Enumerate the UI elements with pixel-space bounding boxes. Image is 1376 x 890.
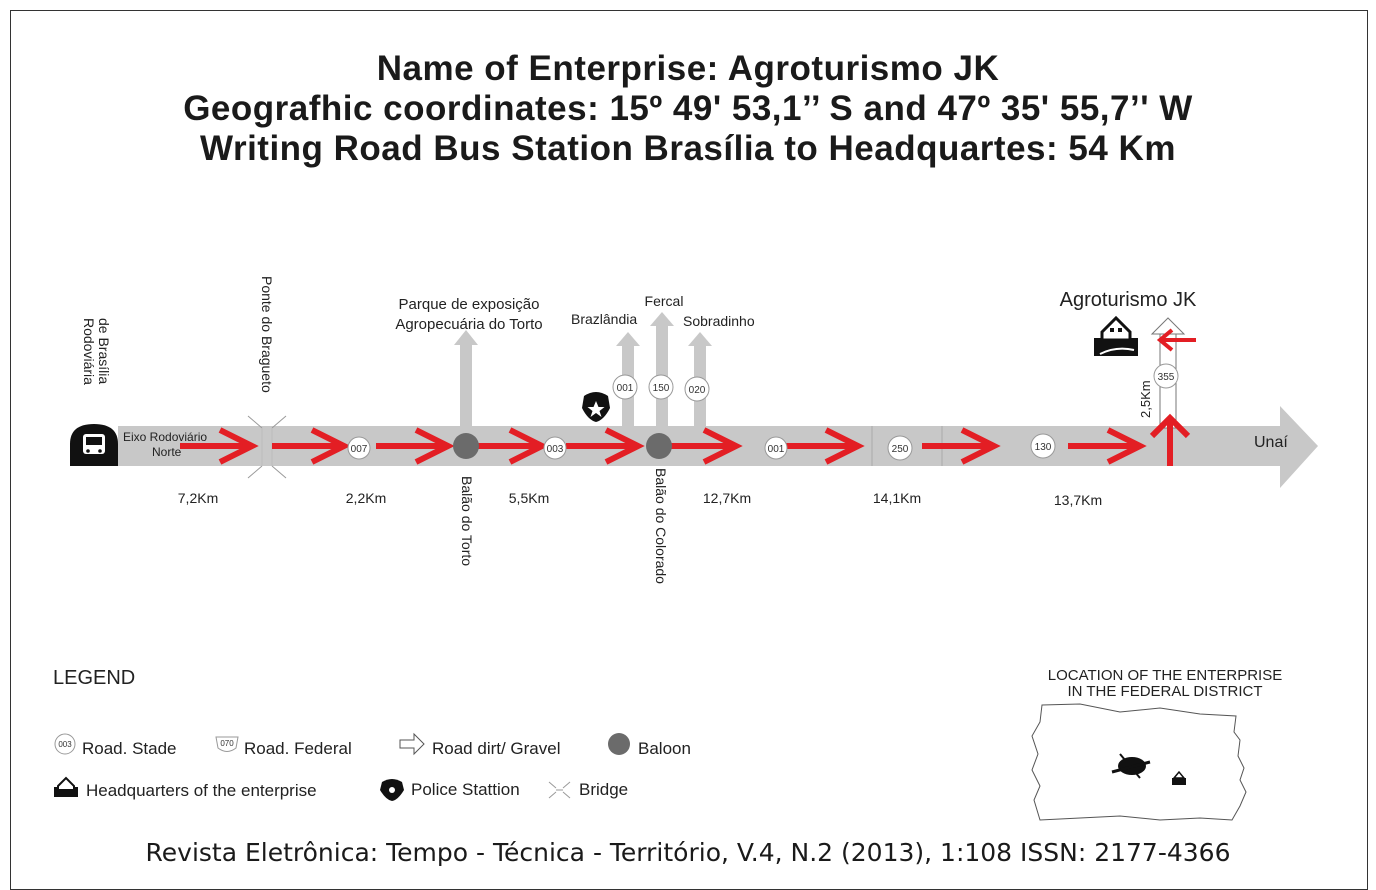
legend-road-state: 003 Road. Stade xyxy=(54,733,177,758)
police-badge-icon xyxy=(582,392,610,422)
label-rodoviaria-line1: Rodoviária xyxy=(81,318,97,385)
branch-road-fercal xyxy=(650,312,674,427)
label-eixo-line1: Eixo Rodoviário xyxy=(123,430,207,444)
road-badge-250: 250 xyxy=(887,435,913,461)
legend-title: LEGEND xyxy=(53,667,135,689)
inset-city-mark-icon xyxy=(1111,753,1151,779)
road-number: 150 xyxy=(653,383,670,394)
label-destination: Agroturismo JK xyxy=(1060,289,1197,311)
headquarters-house-icon xyxy=(1094,315,1138,356)
road-number: 001 xyxy=(617,383,634,394)
distance-label: 2,2Km xyxy=(346,490,386,506)
road-badge-150: 150 xyxy=(648,374,674,400)
title-distance: Writing Road Bus Station Brasília to Hea… xyxy=(200,129,1176,168)
road-number: 007 xyxy=(351,444,368,455)
legend-road-federal: 070 Road. Federal xyxy=(215,736,352,758)
legend-bridge-label: Bridge xyxy=(579,780,628,799)
label-rodoviaria-line2: de Brasília xyxy=(96,318,112,384)
label-sobradinho: Sobradinho xyxy=(683,313,755,329)
label-fercal: Fercal xyxy=(645,293,684,309)
route-diagram: 007 003 001 150 020 001 250 130 355 xyxy=(53,276,1318,821)
road-badge-020: 020 xyxy=(684,376,710,402)
citation: Revista Eletrônica: Tempo - Técnica - Te… xyxy=(145,838,1231,867)
distance-label: 13,7Km xyxy=(1054,492,1102,508)
label-last-leg: 2,5Km xyxy=(1138,380,1153,418)
road-number: 355 xyxy=(1158,372,1175,383)
label-balao-colorado: Balão do Colorado xyxy=(653,468,669,584)
road-number: 020 xyxy=(689,385,706,396)
branch-road-expo xyxy=(454,330,478,427)
legend-headquarters: Headquarters of the enterprise xyxy=(54,776,317,800)
legend-road-federal-label: Road. Federal xyxy=(244,739,352,758)
legend-balloon-label: Baloon xyxy=(638,739,691,758)
label-eixo-line2: Norte xyxy=(152,445,182,459)
legend-police: Police Stattion xyxy=(380,779,520,801)
legend-road-dirt-label: Road dirt/ Gravel xyxy=(432,739,561,758)
road-number: 130 xyxy=(1035,442,1052,453)
distance-label: 14,1Km xyxy=(873,490,921,506)
title-enterprise: Name of Enterprise: Agroturismo JK xyxy=(376,49,1000,88)
legend-balloon: Baloon xyxy=(608,733,691,758)
inset-headquarters-icon xyxy=(1172,770,1186,785)
label-balao-torto: Balão do Torto xyxy=(459,476,475,566)
road-badge-003: 003 xyxy=(543,436,567,460)
road-number: 250 xyxy=(892,444,909,455)
inset-title-line2: IN THE FEDERAL DISTRICT xyxy=(1067,683,1262,700)
label-brazlandia: Brazlândia xyxy=(571,311,637,327)
label-expo-line1: Parque de exposição xyxy=(399,296,540,313)
road-badge-007: 007 xyxy=(347,436,371,460)
balloon-colorado xyxy=(646,433,672,459)
road-badge-130: 130 xyxy=(1030,433,1056,459)
bridge-marker xyxy=(247,415,287,479)
route-arrow-left xyxy=(1156,328,1196,352)
legend-road-state-code: 003 xyxy=(58,740,72,749)
label-expo-line2: Agropecuária do Torto xyxy=(395,316,542,333)
route-arrow-up xyxy=(1149,413,1191,466)
road-number: 001 xyxy=(768,444,785,455)
road-badge-001-branch: 001 xyxy=(612,374,638,400)
legend-road-state-label: Road. Stade xyxy=(82,739,177,758)
balloon-torto xyxy=(453,433,479,459)
label-bridge: Ponte do Bragueto xyxy=(259,276,275,393)
distance-label: 5,5Km xyxy=(509,490,549,506)
legend-bridge: Bridge xyxy=(548,780,628,799)
bus-station-icon xyxy=(70,424,118,466)
distance-label: 12,7Km xyxy=(703,490,751,506)
legend-headquarters-label: Headquarters of the enterprise xyxy=(86,781,317,800)
road-badge-001-main: 001 xyxy=(764,436,788,460)
road-badge-355: 355 xyxy=(1153,363,1179,389)
legend-police-label: Police Stattion xyxy=(411,780,520,799)
legend-road-federal-code: 070 xyxy=(220,739,234,748)
distance-label: 7,2Km xyxy=(178,490,218,506)
inset-title-line1: LOCATION OF THE ENTERPRISE xyxy=(1048,667,1282,684)
label-unai: Unaí xyxy=(1254,434,1288,451)
title-coordinates: Geografhic coordinates: 15º 49' 53,1’’ S… xyxy=(183,89,1193,128)
legend-road-dirt: Road dirt/ Gravel xyxy=(399,732,561,758)
road-number: 003 xyxy=(547,444,564,455)
